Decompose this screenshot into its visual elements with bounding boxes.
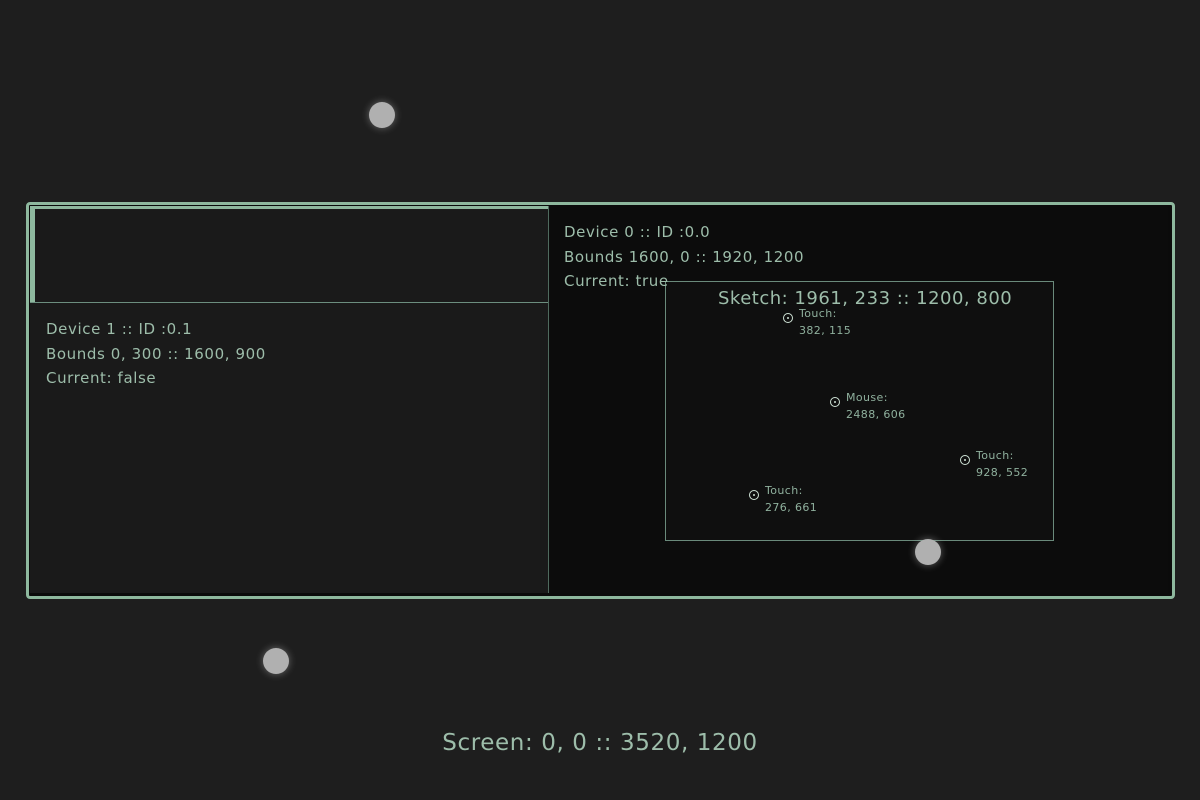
device-0-name: Device 0 :: ID :0.0 (564, 223, 711, 241)
pointer-label: Touch: 928, 552 (976, 447, 1028, 481)
sketch-window[interactable] (665, 281, 1054, 541)
device-0-current: Current: true (564, 272, 669, 290)
device-1-bounds: Bounds 0, 300 :: 1600, 900 (46, 344, 266, 363)
pointer-label: Mouse: 2488, 606 (846, 389, 906, 423)
device-1-region (30, 302, 549, 593)
pointer-type: Touch: (765, 484, 803, 497)
touch-dot[interactable] (915, 539, 941, 565)
touch-pointer-icon (960, 455, 970, 465)
pointer-coords: 276, 661 (765, 501, 818, 514)
touch-pointer-icon (783, 313, 793, 323)
pointer-coords: 928, 552 (976, 466, 1029, 479)
touch-dot[interactable] (263, 648, 289, 674)
pointer-type: Touch: (799, 307, 837, 320)
device-1-name: Device 1 :: ID :0.1 (46, 320, 193, 338)
pointer-type: Mouse: (846, 391, 888, 404)
device-0-info: Device 0 :: ID :0.0 Bounds 1600, 0 :: 19… (564, 220, 804, 294)
pointer-label: Touch: 382, 115 (799, 305, 851, 339)
touch-dot[interactable] (369, 102, 395, 128)
touch-pointer-icon (749, 490, 759, 500)
device-1-current: Current: false (46, 369, 157, 387)
pointer-coords: 2488, 606 (846, 408, 906, 421)
device-1-info: Device 1 :: ID :0.1 Bounds 0, 300 :: 160… (46, 317, 266, 391)
device-1-region-top (30, 206, 548, 302)
screen-label: Screen: 0, 0 :: 3520, 1200 (442, 730, 758, 756)
device-0-bounds: Bounds 1600, 0 :: 1920, 1200 (564, 247, 805, 266)
pointer-label: Touch: 276, 661 (765, 482, 817, 516)
pointer-type: Touch: (976, 449, 1014, 462)
mouse-pointer-icon (830, 397, 840, 407)
pointer-coords: 382, 115 (799, 324, 852, 337)
sketch-label: Sketch: 1961, 233 :: 1200, 800 (718, 288, 1013, 309)
